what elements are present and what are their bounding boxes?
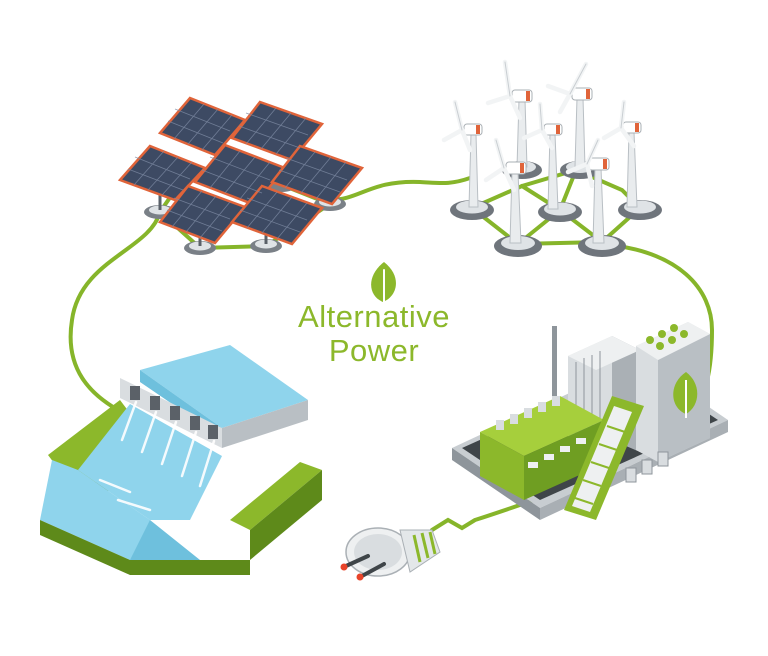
title-line-1: Alternative [298, 299, 450, 334]
wind-farm [441, 59, 662, 257]
outflow-water [78, 404, 222, 520]
solar-panel [269, 144, 365, 206]
solar-panel [157, 184, 248, 245]
plant-leaf-icon [673, 372, 698, 418]
leaf-icon [371, 262, 396, 307]
power-plug [340, 527, 441, 581]
hydro-dam [40, 345, 322, 575]
cable-solar-to-wind [328, 176, 472, 202]
chimney [552, 326, 557, 400]
plug-pins [344, 554, 386, 578]
power-plant [452, 322, 728, 520]
solar-farm [117, 96, 365, 255]
page-title: Alternative Power [254, 300, 494, 368]
title-line-2: Power [328, 333, 420, 368]
cable-solar-to-hydro [68, 210, 162, 412]
